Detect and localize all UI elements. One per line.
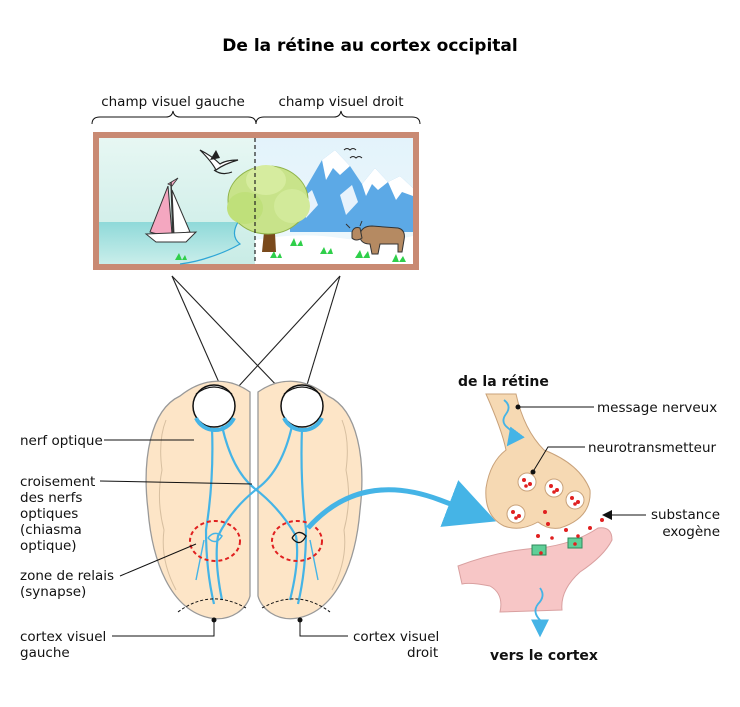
leader-chiasma [99, 480, 253, 485]
left-eye-crossing-fibre [220, 425, 299, 601]
right-field-label: champ visuel droit [278, 94, 403, 110]
right-eye [280, 384, 324, 432]
tree [227, 165, 310, 252]
output-impulse-arrow [531, 587, 549, 638]
eyes [192, 384, 324, 432]
svg-text:optique): optique) [20, 538, 77, 554]
cortex-arc-left [177, 598, 247, 613]
brain [145, 380, 363, 620]
left-field-label: champ visuel gauche [101, 94, 245, 110]
optic-pathways [195, 425, 319, 605]
svg-text:cortex visuel: cortex visuel [353, 629, 439, 645]
right-eye-crossing-fibre [215, 425, 294, 601]
shoreline [179, 221, 242, 265]
leader-neurotransmitter [533, 446, 585, 471]
svg-text:(synapse): (synapse) [20, 584, 86, 600]
zoom-arrow [306, 480, 497, 530]
right-hemisphere [257, 380, 363, 620]
label-nerve-message: message nerveux [597, 400, 717, 416]
left-eye [192, 384, 236, 432]
left-hemisphere [145, 380, 251, 620]
left-field-brace [91, 110, 257, 125]
seagull [199, 149, 239, 175]
label-cortex-left: cortex visuel gauche [20, 629, 106, 661]
svg-text:(chiasma: (chiasma [20, 522, 82, 538]
receptor-1 [531, 544, 547, 556]
relay-zone-right [271, 520, 323, 562]
postsynaptic-neuron [457, 527, 613, 613]
leader-cortex-left [112, 622, 215, 637]
cow [345, 220, 405, 255]
svg-text:gauche: gauche [20, 645, 70, 661]
svg-text:substance: substance [651, 507, 720, 523]
vesicles [506, 472, 585, 524]
label-exogenous-substance: substance exogène [651, 507, 720, 540]
svg-text:des nerfs: des nerfs [20, 490, 82, 506]
synapse-detail [457, 393, 613, 638]
nerve-impulse-arrow [502, 399, 525, 447]
svg-text:exogène: exogène [662, 524, 720, 540]
sea [99, 222, 240, 264]
svg-text:optiques: optiques [20, 506, 78, 522]
visual-field-braces: champ visuel gauche champ visuel droit [91, 94, 421, 125]
grass-tufts [175, 238, 406, 262]
diagram-title: De la rétine au cortex occipital [222, 36, 517, 56]
svg-text:zone de relais: zone de relais [20, 568, 114, 584]
right-eye-direct-fibre [296, 427, 308, 605]
svg-text:droit: droit [407, 645, 438, 661]
svg-text:cortex visuel: cortex visuel [20, 629, 106, 645]
relay-zone-left [189, 520, 241, 562]
leader-relay-zone [119, 543, 197, 577]
left-eye-direct-fibre [204, 427, 216, 605]
label-to-cortex: vers le cortex [490, 648, 598, 664]
cortex-arc-right [261, 598, 331, 613]
right-field-brace [255, 110, 421, 125]
label-chiasma: croisement des nerfs optiques (chiasma o… [20, 474, 95, 554]
label-optic-nerve: nerf optique [20, 433, 103, 449]
distant-birds [343, 148, 363, 159]
synapse-labels: de la rétine message nerveux neurotransm… [458, 374, 720, 664]
brain-labels: nerf optique croisement des nerfs optiqu… [20, 433, 439, 661]
label-relay-zone: zone de relais (synapse) [20, 568, 114, 600]
neurotransmitter-dots [511, 478, 604, 555]
leader-cortex-right [299, 622, 348, 637]
label-cortex-right: cortex visuel droit [353, 629, 439, 661]
label-from-retina: de la rétine [458, 374, 549, 390]
svg-text:croisement: croisement [20, 474, 95, 490]
label-neurotransmitter: neurotransmetteur [588, 440, 717, 456]
sailboat [144, 177, 198, 243]
landscape-panel [93, 132, 419, 270]
